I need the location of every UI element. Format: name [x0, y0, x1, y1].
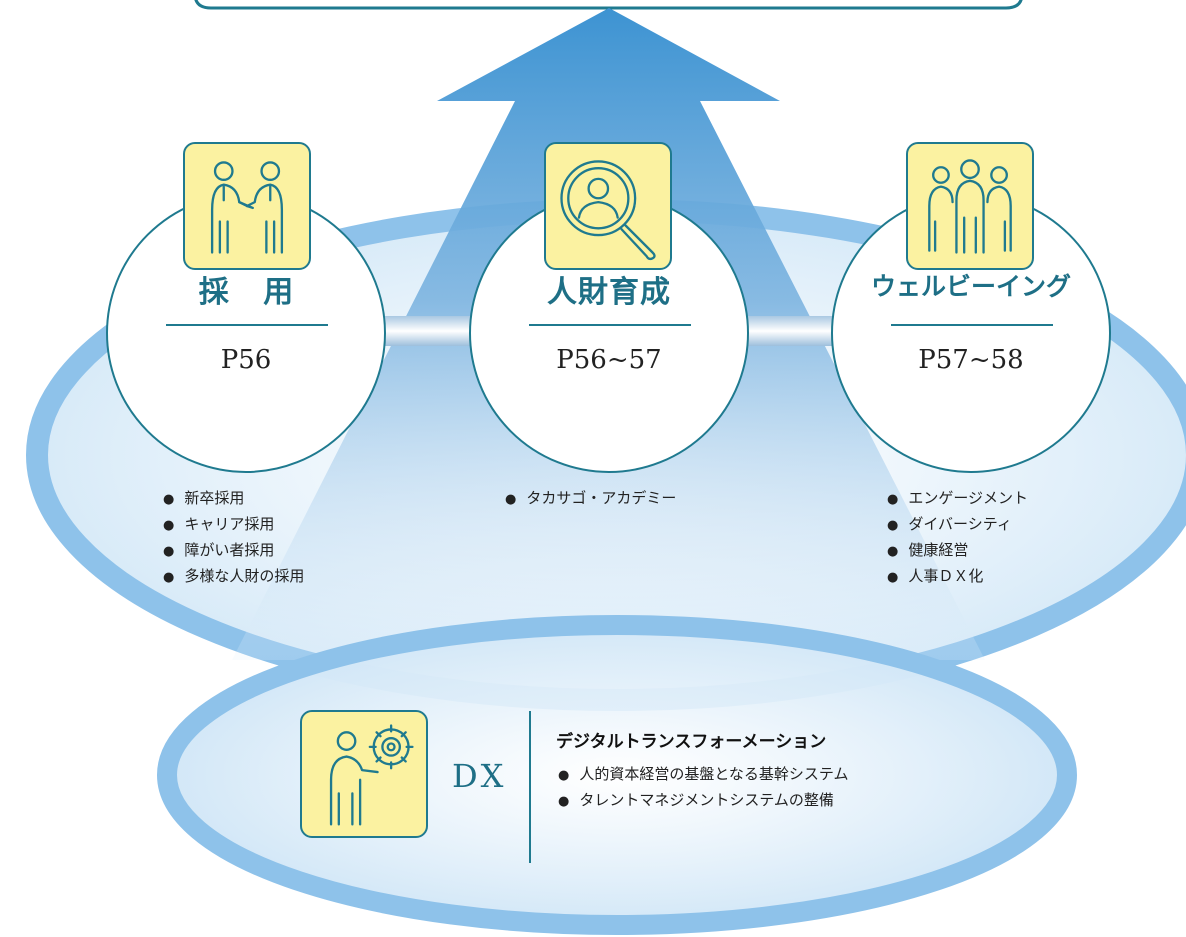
list-item: 障がい者採用	[163, 538, 304, 564]
pillar-title: 人財育成	[547, 275, 671, 310]
pillar-title: ウェルビーイング	[870, 272, 1071, 301]
title-divider	[529, 324, 691, 326]
dx-label: DX	[452, 757, 507, 795]
person-search-icon	[544, 142, 672, 270]
handshake-icon	[183, 142, 311, 270]
top-box-edge	[194, 0, 1023, 10]
pillar-title: 採 用	[198, 275, 306, 310]
list-item: キャリア採用	[163, 512, 304, 538]
wellbeing-list: エンゲージメント ダイバーシティ 健康経営 人事ＤＸ化	[887, 486, 1028, 590]
page-reference: P56	[220, 345, 272, 375]
title-divider	[891, 324, 1053, 326]
list-item: タカサゴ・アカデミー	[505, 486, 676, 512]
dx-heading: デジタルトランスフォーメーション	[556, 732, 827, 752]
dx-divider	[529, 711, 531, 863]
list-item: 新卒採用	[163, 486, 304, 512]
list-item: タレントマネジメントシステムの整備	[558, 788, 848, 814]
page-reference: P57~58	[918, 345, 1024, 375]
list-item: 人事ＤＸ化	[887, 564, 1028, 590]
list-item: ダイバーシティ	[887, 512, 1028, 538]
dx-list: 人的資本経営の基盤となる基幹システム タレントマネジメントシステムの整備	[558, 762, 848, 814]
recruitment-list: 新卒採用 キャリア採用 障がい者採用 多様な人財の採用	[163, 486, 304, 590]
talent-development-list: タカサゴ・アカデミー	[505, 486, 676, 512]
title-divider	[166, 324, 328, 326]
page-reference: P56~57	[556, 345, 662, 375]
people-group-icon	[906, 142, 1034, 270]
connector-bar-left	[380, 316, 480, 346]
list-item: 多様な人財の採用	[163, 564, 304, 590]
list-item: 人的資本経営の基盤となる基幹システム	[558, 762, 848, 788]
connector-bar-right	[740, 316, 840, 346]
person-gear-icon	[300, 710, 428, 838]
list-item: エンゲージメント	[887, 486, 1028, 512]
list-item: 健康経営	[887, 538, 1028, 564]
